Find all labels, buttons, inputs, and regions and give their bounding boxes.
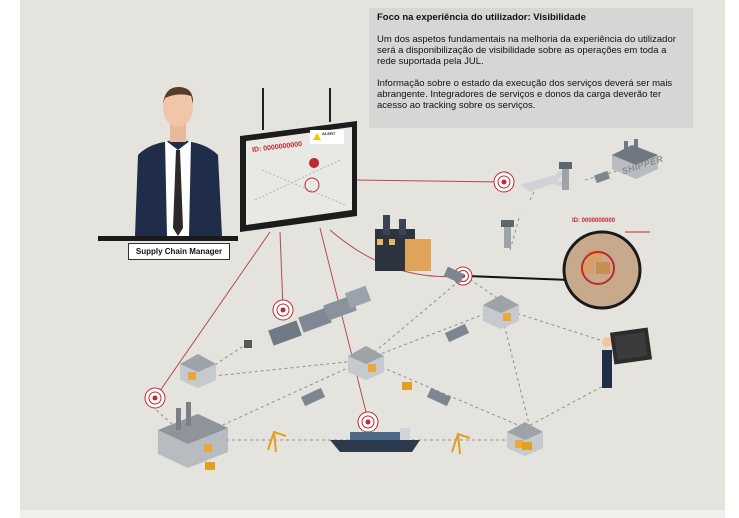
tracking-target-icon [272, 299, 294, 321]
cargo-ship-icon [330, 428, 420, 452]
warehouse-icon [348, 346, 384, 380]
bottom-strip [20, 510, 725, 518]
warehouse-icon [483, 295, 519, 329]
tracking-target-icon [493, 171, 515, 193]
train-icon [268, 285, 372, 346]
info-box-paragraph: Informação sobre o estado da execução do… [377, 78, 673, 111]
cargo-owner-figure [602, 327, 653, 388]
tracking-target-icon [144, 387, 166, 409]
warehouse-icon [507, 422, 543, 456]
info-box-paragraph: Um dos aspetos fundamentais na melhoria … [377, 34, 676, 67]
monitor-connection-lines [154, 179, 571, 421]
truck-icons [300, 170, 610, 407]
shipper-building-icon [612, 139, 658, 179]
supply-chain-manager-label: Supply Chain Manager [128, 243, 230, 260]
tracking-targets [144, 171, 515, 433]
airport-icons [501, 162, 572, 248]
visibility-info-box: Foco na experiência do utilizador: Visib… [369, 8, 693, 128]
forklift-icons [205, 340, 532, 470]
tracking-target-icon [357, 411, 379, 433]
monitor-alert-label: ALERT [322, 131, 336, 136]
tracking-monitor [240, 88, 357, 232]
port-crane-icons [267, 430, 471, 455]
warehouse-icon [180, 354, 216, 388]
factory-icon [375, 215, 431, 271]
package-id-label: ID: 0000000000 [572, 218, 616, 224]
info-box-title: Foco na experiência do utilizador: Visib… [377, 12, 586, 23]
manufacturing-plant-icon [158, 402, 228, 468]
zoomed-package-view [562, 230, 650, 310]
manager-figure [98, 86, 238, 241]
warehouse-icons [180, 295, 543, 456]
